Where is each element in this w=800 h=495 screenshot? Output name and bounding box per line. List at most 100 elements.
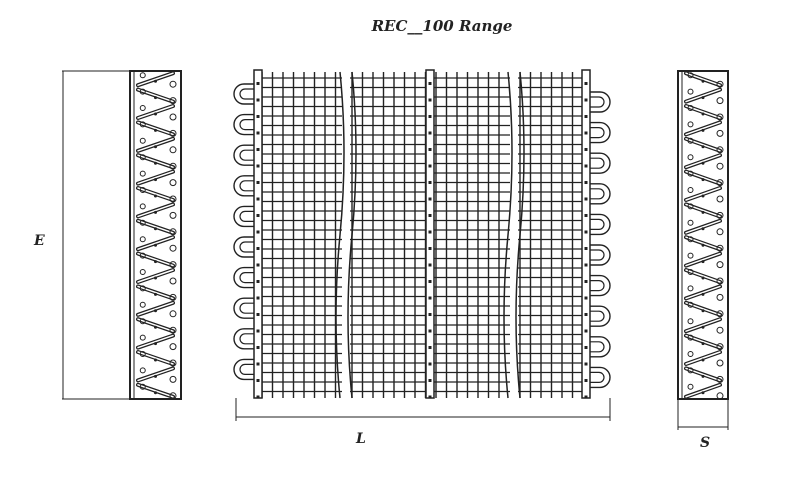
return-bend-left <box>233 236 254 258</box>
return-bend-left-inner <box>239 333 254 345</box>
return-bend-right-inner <box>590 157 605 169</box>
fin-hole <box>139 285 146 292</box>
fin-hole <box>169 326 177 334</box>
fin-hole <box>716 228 724 236</box>
fin-dot <box>154 96 157 100</box>
tube-pass-inner <box>137 252 174 267</box>
header-port <box>428 346 432 349</box>
fin-dot <box>154 112 157 116</box>
dimension-e-label: E <box>33 233 45 249</box>
return-bend-right-inner <box>590 371 605 383</box>
fin-hole <box>716 97 724 105</box>
header-port <box>584 362 588 366</box>
fin-dot <box>154 145 157 149</box>
fin-hole <box>169 211 177 219</box>
return-bend-left <box>233 144 254 166</box>
header-port <box>256 197 260 201</box>
return-bend-left <box>233 175 254 197</box>
fin-hole <box>687 351 694 357</box>
header-port <box>428 263 432 267</box>
header-port <box>256 362 260 366</box>
header-port <box>256 395 260 399</box>
fin-hole <box>716 179 724 187</box>
fin-hole <box>716 195 724 203</box>
return-bend-right <box>590 213 611 236</box>
return-bend-right <box>590 274 611 297</box>
header-port <box>584 346 588 349</box>
fin-hole <box>687 318 694 325</box>
tube-pass-inner <box>137 302 174 316</box>
fin-dot <box>154 292 157 296</box>
tube-pass-inner <box>685 384 721 398</box>
fin-hole <box>687 88 694 95</box>
header-port <box>256 115 260 118</box>
fin-hole <box>716 129 724 137</box>
tube-pass-inner <box>685 285 721 300</box>
return-bend-left <box>233 205 254 228</box>
return-bend-left-inner <box>239 363 254 375</box>
fin-dot <box>701 210 705 214</box>
header-port <box>584 263 588 267</box>
fin-hole <box>716 261 724 269</box>
fin-dot <box>154 128 157 132</box>
side-frame <box>129 70 182 400</box>
dimension-e <box>62 70 130 400</box>
header-port <box>256 313 260 316</box>
tube-pass-inner <box>685 203 721 218</box>
return-bend-left-inner <box>239 272 254 284</box>
header-port <box>584 148 588 151</box>
return-bend-right <box>590 244 611 266</box>
header-port <box>256 214 260 217</box>
return-bend-left <box>233 297 254 319</box>
tube-pass-inner <box>137 105 174 119</box>
break-line <box>515 71 525 399</box>
side-frame <box>677 70 729 400</box>
header-port <box>428 148 432 151</box>
fin-hole <box>716 162 724 170</box>
dimension-l-label: L <box>355 431 366 447</box>
fin-hole <box>169 359 177 367</box>
fin-hole <box>169 162 177 170</box>
fin-hole <box>687 383 694 390</box>
fin-dot <box>154 260 157 264</box>
fin-hole <box>169 195 177 203</box>
fin-hole <box>139 334 146 341</box>
return-bend-left-inner <box>239 88 254 100</box>
fin-hole <box>716 359 724 367</box>
return-bend-left <box>233 113 254 136</box>
header-port <box>256 247 260 250</box>
tube-pass-inner <box>137 269 174 283</box>
return-bend-right-inner <box>590 249 605 261</box>
tube-pass-inner <box>137 138 174 152</box>
header-port <box>256 82 260 85</box>
fin-hole <box>169 179 177 187</box>
fin-dot <box>701 96 705 100</box>
fin-hole <box>687 285 694 292</box>
tube-pass-inner <box>137 220 174 234</box>
tube-pass-inner <box>685 334 721 349</box>
fin-hole <box>139 154 146 161</box>
header-port <box>584 214 588 217</box>
header-port <box>584 82 588 85</box>
header-port <box>584 131 588 135</box>
header-port <box>428 82 432 85</box>
fin-dot <box>154 178 157 182</box>
header-port <box>256 98 260 102</box>
header-port <box>428 329 432 333</box>
return-bend-left-inner <box>239 241 254 253</box>
fin-hole <box>716 326 724 334</box>
fin-dot <box>701 358 705 362</box>
break-line <box>347 71 357 399</box>
return-bend-right-inner <box>590 310 605 322</box>
fin-dot <box>154 227 157 231</box>
fin-hole <box>716 310 724 318</box>
fin-hole <box>139 219 146 226</box>
header-port <box>428 197 432 201</box>
fin-hole <box>687 269 694 275</box>
header-port <box>256 148 260 151</box>
header-port <box>428 164 432 168</box>
fin-hole <box>687 137 694 144</box>
fin-dot <box>154 342 157 346</box>
fin-dot <box>701 374 705 378</box>
